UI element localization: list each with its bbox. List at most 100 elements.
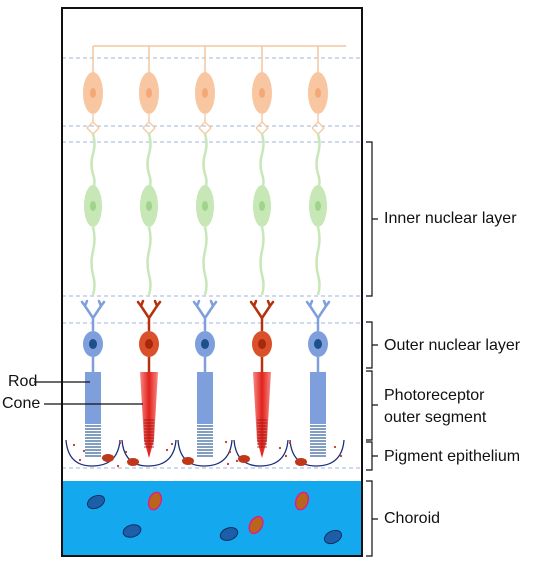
pigment-dot [228,450,232,454]
rpe-cup [289,439,345,467]
choroid-cell-blue [219,527,239,541]
label-photoreceptor-line2: outer segment [384,409,487,426]
cone-nucleus [145,339,153,349]
choroid-layer [62,481,362,556]
rpe-cup [121,439,177,467]
ganglion-nucleus [202,88,208,98]
label-outer-nuclear-layer: Outer nuclear layer [384,337,521,354]
ganglion-nucleus [146,88,152,98]
choroid-cell-red [294,491,310,511]
choroid-cells [86,491,343,545]
bipolar-axon [315,133,321,191]
bipolar-axon [146,133,152,191]
choroid-cell-blue [122,524,142,538]
ganglion-nucleus [259,88,265,98]
cell-column-rod [305,46,331,457]
layer-boundaries [62,57,362,469]
melanin-granule [238,455,250,463]
bipolar-axon [202,133,208,191]
pigment-dot [116,464,120,468]
rpe-cup [177,439,233,467]
pigment-dot [165,448,169,452]
cone-outer-segment [253,372,271,458]
melanin-granule [127,458,139,466]
cone-outer-segment [140,372,158,458]
bipolar-dendrite [202,226,208,296]
label-photoreceptor-line1: Photoreceptor [384,387,485,404]
rpe-cup [65,439,121,467]
bracket-outer-nuclear [366,321,378,369]
rod-spherule [192,299,218,332]
pigment-dot [288,441,292,445]
rod-nucleus [89,339,97,349]
melanin-granule [182,457,194,465]
pigment-dot [124,450,128,454]
ganglion-dendrites [142,114,156,135]
layer-brackets [366,141,378,557]
cone-nucleus [258,339,266,349]
ganglion-nucleus [315,88,321,98]
bracket-photoreceptor [366,370,378,441]
pigment-dot [284,454,288,458]
bipolar-dendrite [315,226,321,296]
pigment-dot [333,445,337,449]
cell-columns [80,46,331,458]
choroid-cell-blue [323,529,343,545]
bipolar-nucleus [90,201,96,211]
diagram-frame [61,7,363,557]
label-rod: Rod [8,373,38,390]
pigment-dot [82,449,86,453]
ganglion-dendrites [198,114,212,135]
bracket-choroid [366,480,378,557]
bipolar-nucleus [259,201,265,211]
rpe-cup [233,439,289,467]
pigment-epithelium-cells [65,439,345,468]
rod-inner-segment [310,372,326,424]
cell-column-rod [192,46,218,457]
rod-inner-segment [85,372,101,424]
pigment-dot [235,459,239,463]
pigment-dot [339,454,343,458]
bracket-inner-nuclear [366,141,378,297]
melanin-granule [102,454,114,462]
pigment-dot [170,442,174,446]
melanin-granule [295,458,307,466]
pigment-dot [278,446,282,450]
cell-column-rod [80,46,106,457]
pigment-dot [224,440,228,444]
cell-column-cone [249,46,275,458]
rod-spherule [305,299,331,332]
label-cone: Cone [2,395,41,412]
label-inner-nuclear-layer: Inner nuclear layer [384,210,517,227]
choroid-cell-blue [86,494,106,510]
label-choroid: Choroid [384,510,441,527]
bracket-pigment [366,441,378,471]
rod-nucleus [314,339,322,349]
label-pigment-epithelium: Pigment epithelium [384,448,521,465]
bipolar-axon [259,133,265,191]
bipolar-nucleus [315,201,321,211]
pigment-dot [226,462,230,466]
bipolar-nucleus [202,201,208,211]
bipolar-nucleus [146,201,152,211]
ganglion-dendrites [311,114,325,135]
cell-column-cone [136,46,162,458]
choroid-cell-red [248,515,264,535]
bipolar-axon [90,133,96,191]
cone-pedicle [136,299,162,332]
cone-pedicle [249,299,275,332]
rod-inner-segment [197,372,213,424]
choroid-cell-red [147,491,163,511]
rod-nucleus [201,339,209,349]
pointer-lines [34,381,143,405]
bipolar-dendrite [90,226,96,296]
rod-spherule [80,299,106,332]
pigment-dot [118,441,122,445]
pigment-dot [78,458,82,462]
pigment-dot [72,443,76,447]
ganglion-dendrites [86,114,100,135]
ganglion-nucleus [90,88,96,98]
bipolar-dendrite [259,226,265,296]
bipolar-dendrite [146,226,152,296]
